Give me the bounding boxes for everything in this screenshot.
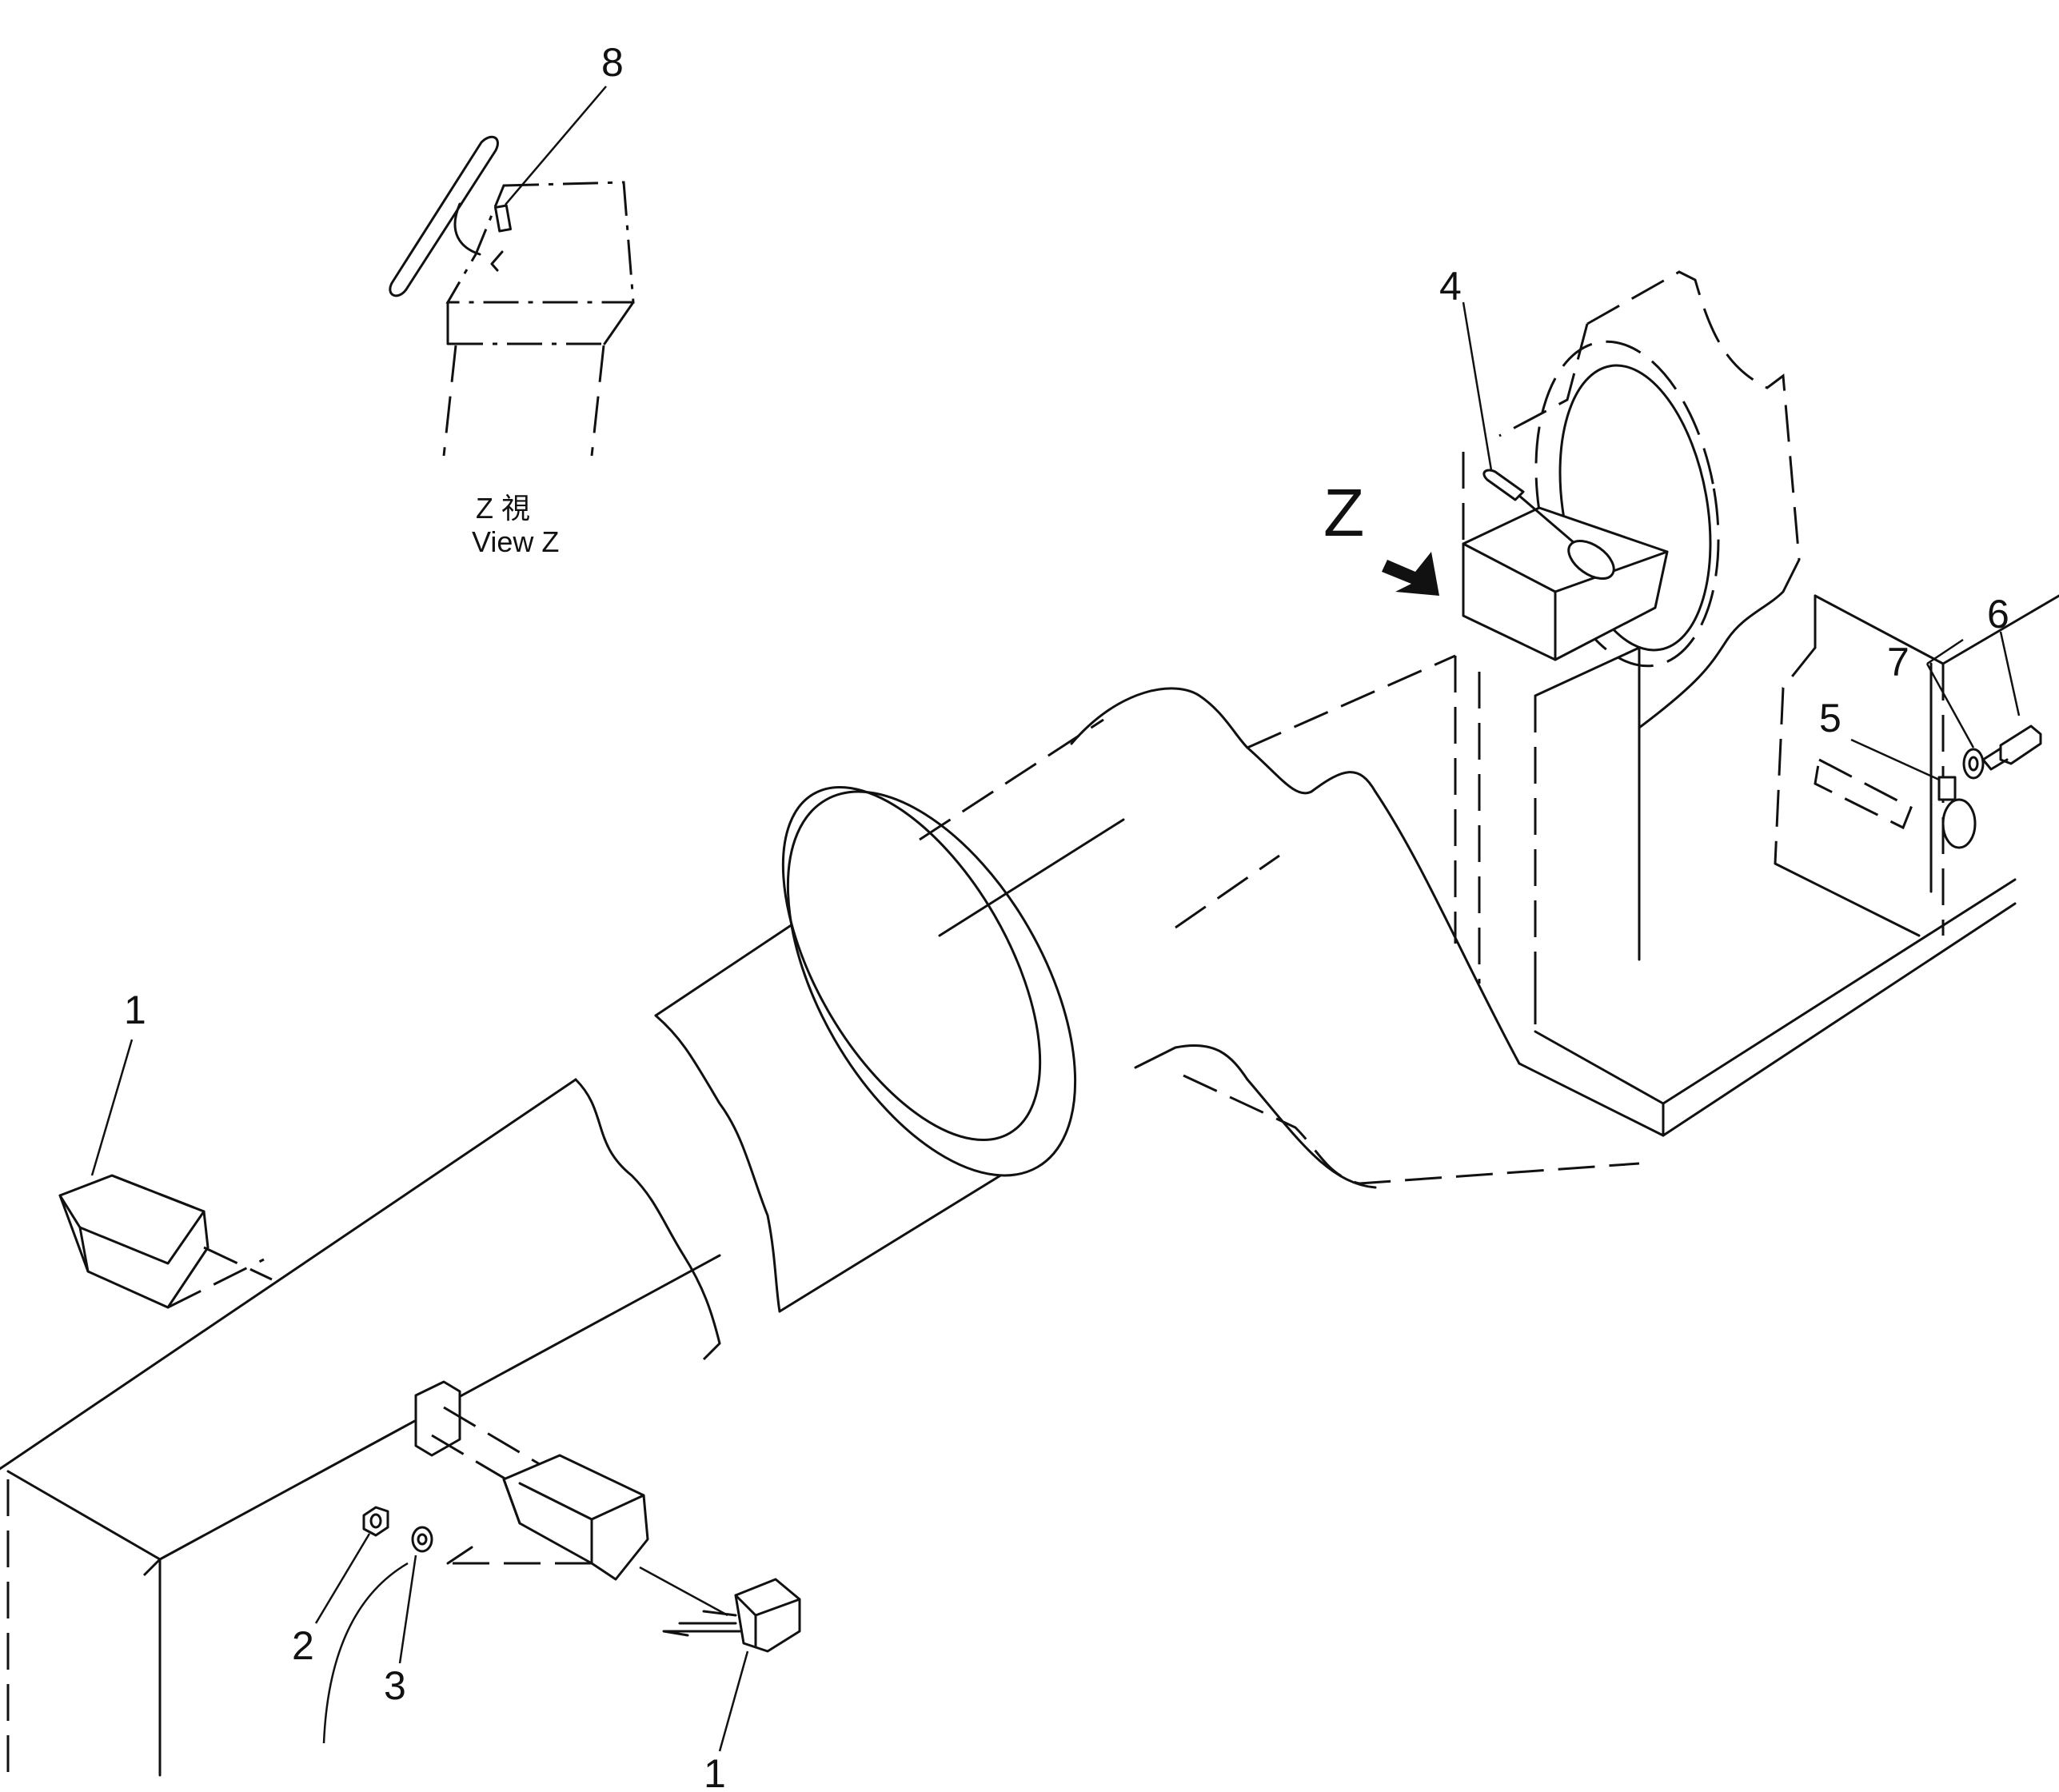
washer-7 (1962, 748, 1985, 780)
view-z-arrow (1382, 552, 1439, 596)
callout-1-lower: 1 (704, 1751, 726, 1792)
switch-bracket (1462, 506, 1669, 661)
callout-8: 8 (601, 40, 624, 85)
switch-small (490, 250, 504, 272)
callout-1-upper: 1 (124, 988, 146, 1032)
callout-2: 2 (292, 1623, 314, 1668)
view-caption-line1: Z 視 (476, 492, 530, 525)
steering-wheel (389, 135, 499, 297)
right-frame: 4 Z 6 7 5 (1323, 264, 2059, 1137)
lamp-housing-lower (502, 1454, 649, 1581)
callout-6: 6 (1987, 592, 2009, 637)
console-block (445, 181, 635, 304)
lever-switch-4 (1482, 469, 1525, 501)
bracket-5 (1937, 776, 1957, 801)
nut-2 (362, 1506, 389, 1537)
leader-8 (505, 86, 607, 206)
view-z-inset: 8 Z 視 View Z (389, 40, 635, 558)
view-z-marker: Z (1323, 475, 1364, 550)
axle-flange (786, 790, 1077, 1177)
lamp-lower: 1 2 3 (292, 1380, 801, 1792)
callout-3: 3 (384, 1663, 406, 1708)
washer-3 (411, 1526, 433, 1553)
callout-5: 5 (1819, 696, 1842, 740)
lamp-unit-1 (734, 1578, 801, 1653)
callout-7: 7 (1887, 640, 1909, 684)
bolt-6 (1999, 724, 2042, 765)
brake-disc (1534, 340, 1720, 668)
axle-tube (654, 654, 1640, 1313)
callout-4: 4 (1439, 264, 1462, 309)
view-caption-line2: View Z (472, 525, 559, 558)
switch-rect (494, 204, 512, 233)
lamp-upper: 1 (58, 988, 273, 1309)
